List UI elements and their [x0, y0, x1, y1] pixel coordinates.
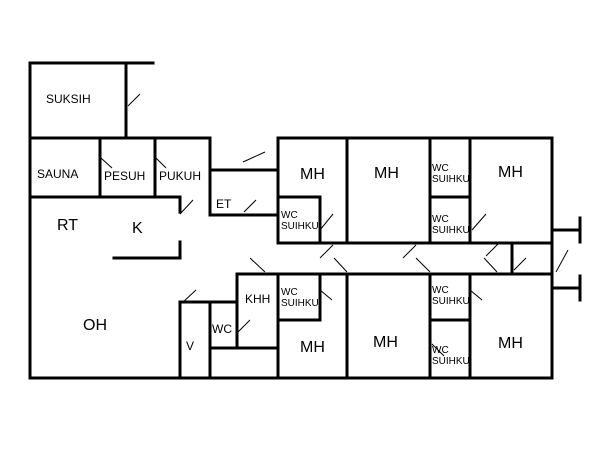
room-label-suksih: SUKSIH — [46, 92, 91, 106]
wc-line: WC — [432, 163, 449, 174]
wc-line: WC — [281, 210, 298, 221]
door-marks — [100, 93, 569, 357]
entrance-stubs — [550, 216, 582, 302]
room-label-khh: KHH — [245, 292, 271, 306]
room-label-wc-suihku-5: WC SUIHKU — [432, 285, 470, 307]
room-label-wc-suihku-3: WC SUIHKU — [432, 214, 470, 236]
room-label-mh-5: MH — [373, 334, 398, 351]
room-label-mh-4: MH — [300, 339, 325, 356]
room-label-k: K — [132, 220, 143, 237]
exterior-walls — [28, 61, 554, 380]
suihku-line: SUIHKU — [432, 225, 470, 236]
room-label-v: V — [186, 339, 195, 353]
room-label-mh-3: MH — [498, 164, 523, 181]
room-label-mh-1: MH — [300, 166, 325, 183]
suihku-line: SUIHKU — [432, 174, 470, 185]
room-label-wc-suihku-6: WC SUIHKU — [432, 345, 470, 367]
room-label-wc-suihku-1: WC SUIHKU — [281, 210, 319, 232]
room-label-wc: WC — [212, 322, 232, 336]
wc-line: WC — [281, 287, 298, 298]
room-label-rt: RT — [57, 217, 79, 234]
suihku-line: SUIHKU — [281, 298, 319, 309]
wc-line: WC — [432, 214, 449, 225]
wc-line: WC — [432, 285, 449, 296]
interior-walls — [28, 61, 554, 380]
room-label-pukuh: PUKUH — [159, 169, 202, 183]
room-label-wc-suihku-2: WC SUIHKU — [432, 163, 470, 185]
suihku-line: SUIHKU — [432, 296, 470, 307]
suihku-line: SUIHKU — [432, 356, 470, 367]
room-label-pesuh: PESUH — [104, 169, 146, 183]
room-label-mh-2: MH — [374, 165, 399, 182]
room-label-mh-6: MH — [498, 335, 523, 352]
wc-line: WC — [432, 345, 449, 356]
room-label-oh: OH — [83, 317, 107, 334]
room-label-et: ET — [216, 197, 232, 211]
suihku-line: SUIHKU — [281, 221, 319, 232]
room-label-wc-suihku-4: WC SUIHKU — [281, 287, 319, 309]
room-label-sauna: SAUNA — [37, 167, 79, 181]
